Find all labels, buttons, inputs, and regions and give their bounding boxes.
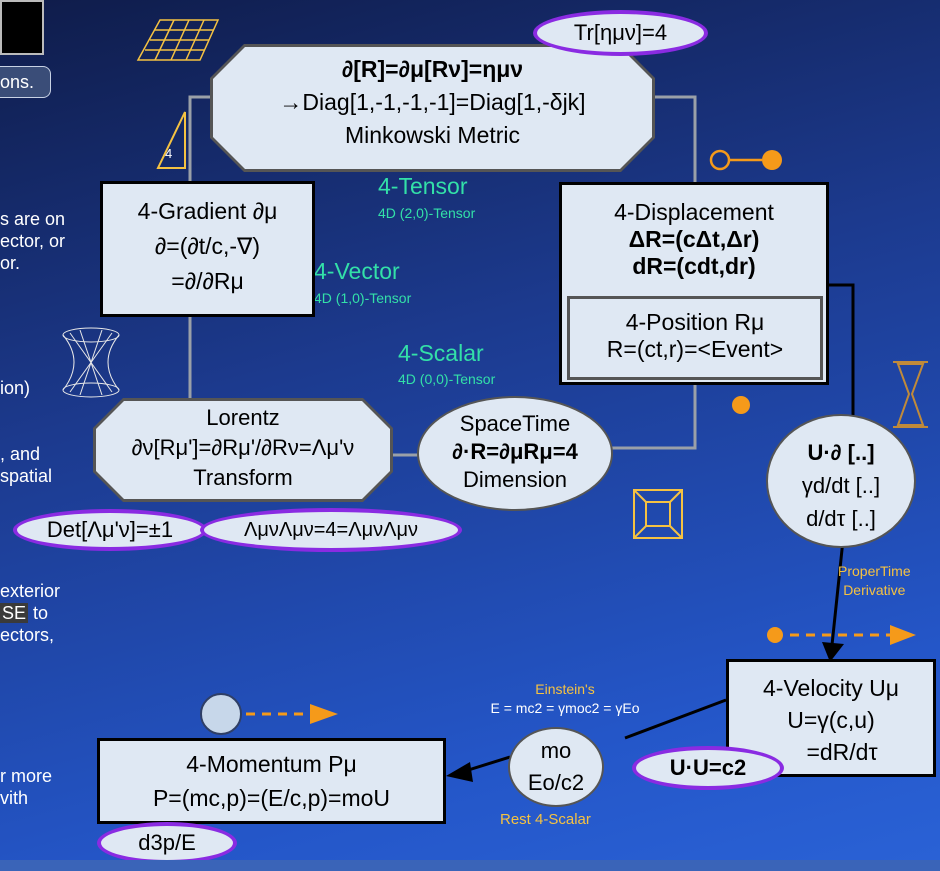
velocity-norm-pill: U·U=c2 bbox=[632, 746, 784, 790]
scalar-label: 4-Scalar bbox=[398, 340, 484, 366]
gradient-definition: ∂=(∂t/c,-∇) bbox=[154, 233, 261, 259]
spacetime-divergence: ∂·R=∂μRμ=4 bbox=[452, 439, 578, 464]
derivative-gamma: γd/dt [..] bbox=[801, 473, 881, 498]
lorentz-box: Lorentz ∂ν[Rμ']=∂Rμ'/∂Rν=Λμ'ν Transform bbox=[93, 398, 393, 502]
side-note-e-2: vith bbox=[0, 788, 29, 808]
triangle-number: 4 bbox=[165, 146, 173, 161]
rest-scalar-caption: Rest 4-Scalar bbox=[500, 811, 591, 828]
velocity-definition: U=γ(c,u) bbox=[787, 707, 875, 733]
proper-time-label: ProperTime Derivative bbox=[838, 562, 911, 600]
gradient-box: 4-Gradient ∂μ ∂=(∂t/c,-∇) =∂/∂Rμ bbox=[100, 181, 315, 317]
lorentz-title: Lorentz bbox=[206, 405, 280, 430]
determinant-pill: Det[Λμ'ν]=±1 bbox=[13, 509, 207, 551]
side-note-d-3: ectors, bbox=[0, 625, 55, 645]
einstein-note: Einstein's E = mc2 = γmoc2 = γEo bbox=[445, 680, 685, 718]
position-box: 4-Position Rμ R=(ct,r)=<Event> bbox=[567, 296, 823, 380]
side-note-top-text: ons. bbox=[0, 72, 35, 92]
position-title: 4-Position Rμ bbox=[625, 309, 765, 335]
spacetime-subtitle: Dimension bbox=[463, 467, 567, 492]
metric-line-1: ∂[R]=∂μ[Rν]=ημν bbox=[341, 56, 524, 82]
rest-mass: mo bbox=[540, 738, 572, 763]
gradient-title: 4-Gradient ∂μ bbox=[137, 198, 278, 224]
side-note-a: s are on ector, or or. bbox=[0, 208, 65, 274]
side-note-b: ion) bbox=[0, 378, 31, 398]
momentum-definition: P=(mc,p)=(E/c,p)=moU bbox=[152, 785, 391, 811]
minkowski-metric-box: ∂[R]=∂μ[Rν]=ημν →Diag[1,-1,-1,-1]=Diag[1… bbox=[210, 44, 655, 172]
proper-time-1: ProperTime bbox=[838, 563, 911, 579]
proper-time-2: Derivative bbox=[843, 582, 906, 598]
side-note-a-1: s are on bbox=[0, 209, 66, 229]
position-definition: R=(ct,r)=<Event> bbox=[606, 336, 784, 362]
displacement-delta: ΔR=(cΔt,Δr) bbox=[628, 226, 760, 252]
momentum-measure-pill: d3p/E bbox=[97, 822, 237, 864]
velocity-derivative: =dR/dτ bbox=[806, 739, 878, 765]
momentum-title: 4-Momentum Pμ bbox=[186, 751, 357, 777]
side-boxed-word: SE bbox=[0, 603, 29, 623]
side-note-top: ons. bbox=[0, 66, 51, 98]
side-note-c-1: , and bbox=[0, 444, 41, 464]
derivative-tau: d/dτ [..] bbox=[806, 506, 876, 531]
metric-line-2: →Diag[1,-1,-1,-1]=Diag[1,-δjk] bbox=[279, 89, 586, 115]
side-note-a-2: ector, or bbox=[0, 231, 66, 251]
proper-time-derivative-oval: U·∂ [..] γd/dt [..] d/dτ [..] bbox=[766, 414, 916, 548]
side-note-d: exterior SE to ectors, bbox=[0, 580, 60, 646]
metric-line-3: Minkowski Metric bbox=[344, 122, 521, 148]
lorentz-subtitle: Transform bbox=[193, 465, 293, 490]
title-stub bbox=[0, 0, 44, 55]
displacement-differential: dR=(cdt,dr) bbox=[632, 253, 756, 279]
side-note-e: r more vith bbox=[0, 765, 52, 809]
vector-label: 4-Vector bbox=[314, 258, 400, 284]
einstein-title: Einstein's bbox=[535, 681, 595, 697]
determinant-text: Det[Λμ'ν]=±1 bbox=[46, 517, 174, 542]
displacement-title: 4-Displacement bbox=[614, 199, 774, 225]
rest-energy: Eo/c2 bbox=[527, 770, 585, 795]
spacetime-title: SpaceTime bbox=[459, 411, 571, 436]
scalar-sublabel: 4D (0,0)-Tensor bbox=[398, 371, 496, 387]
spacetime-dimension-oval: SpaceTime ∂·R=∂μRμ=4 Dimension bbox=[417, 396, 613, 511]
momentum-box: 4-Momentum Pμ P=(mc,p)=(E/c,p)=moU bbox=[97, 738, 446, 824]
trace-pill: Tr[ημν]=4 bbox=[533, 10, 708, 56]
vector-sublabel: 4D (1,0)-Tensor bbox=[314, 290, 412, 306]
lorentz-definition: ∂ν[Rμ']=∂Rμ'/∂Rν=Λμ'ν bbox=[131, 435, 355, 460]
momentum-measure-text: d3p/E bbox=[138, 830, 196, 855]
bottom-band bbox=[0, 860, 940, 871]
velocity-norm-text: U·U=c2 bbox=[669, 755, 747, 780]
side-note-a-3: or. bbox=[0, 253, 21, 273]
gradient-partial: =∂/∂Rμ bbox=[171, 268, 244, 294]
derivative-u-dot: U·∂ [..] bbox=[807, 440, 875, 465]
trace-text: Tr[ημν]=4 bbox=[573, 20, 668, 45]
lambda-trace-text: ΛμνΛμν=4=ΛμνΛμν bbox=[243, 518, 418, 541]
side-note-c: , and spatial bbox=[0, 443, 52, 487]
tensor-label: 4-Tensor bbox=[378, 173, 468, 199]
velocity-title: 4-Velocity Uμ bbox=[763, 675, 899, 701]
side-note-c-2: spatial bbox=[0, 466, 53, 486]
side-note-d-1: exterior bbox=[0, 581, 61, 601]
rest-scalar-oval: mo Eo/c2 bbox=[508, 727, 604, 807]
tensor-sublabel: 4D (2,0)-Tensor bbox=[378, 205, 476, 221]
einstein-formula: E = mc2 = γmoc2 = γEo bbox=[490, 700, 640, 716]
side-note-d-2: to bbox=[33, 603, 49, 623]
side-note-e-1: r more bbox=[0, 766, 53, 786]
lambda-trace-pill: ΛμνΛμν=4=ΛμνΛμν bbox=[200, 508, 462, 552]
